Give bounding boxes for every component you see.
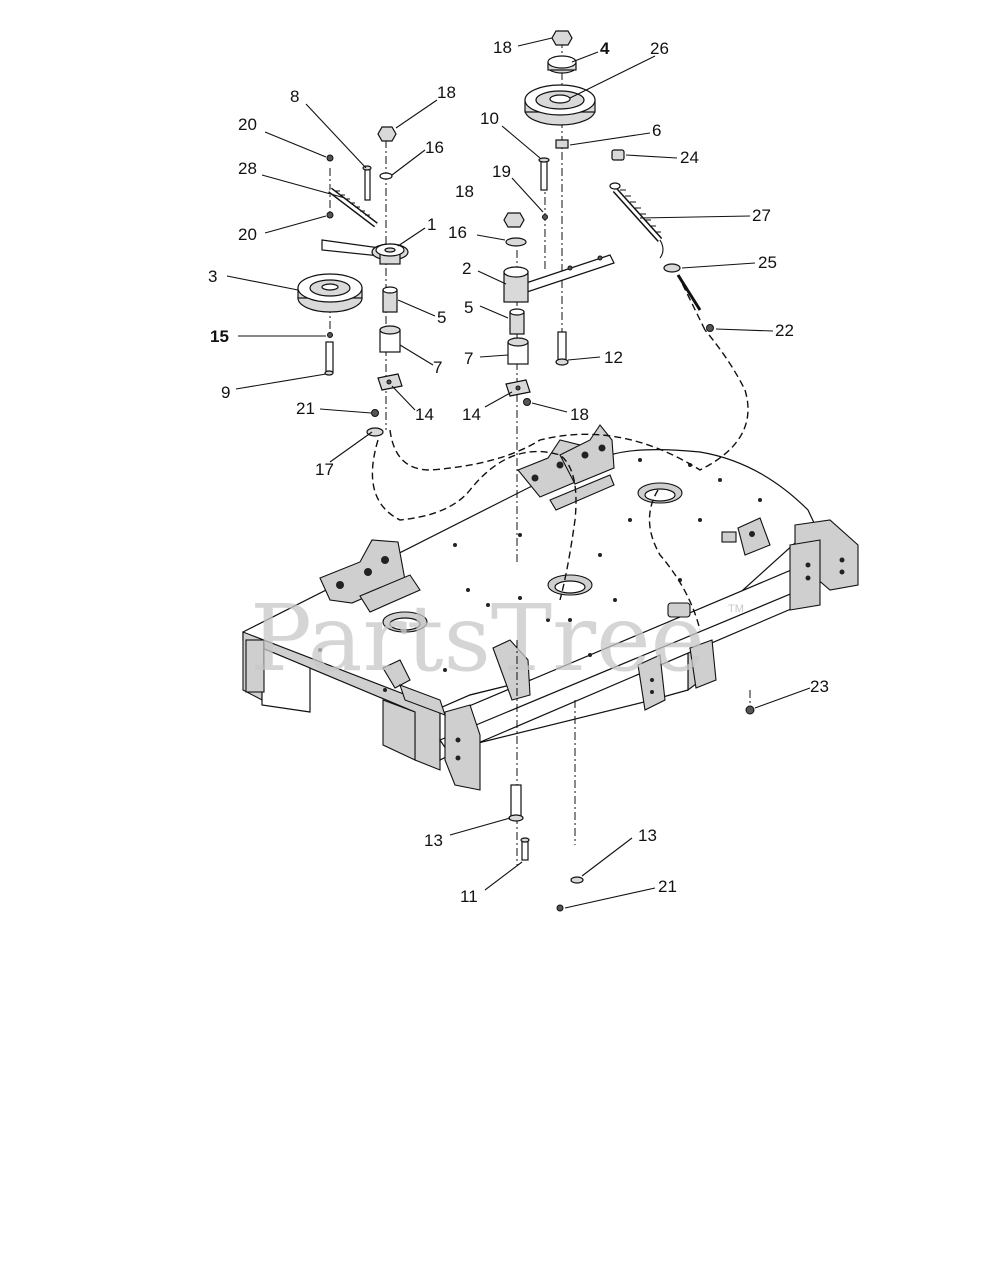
- idler-arm-1: [321, 239, 409, 265]
- callout-6: 6: [652, 121, 661, 140]
- callout-7: 7: [433, 358, 442, 377]
- idler-arm-2: [503, 254, 615, 303]
- watermark: PartsTree TM: [250, 585, 744, 692]
- callout-4: 4: [600, 39, 610, 58]
- spring-27: [609, 182, 664, 259]
- callout-12: 12: [604, 348, 623, 367]
- callout-28: 28: [238, 159, 257, 178]
- callout-15: 15: [210, 327, 229, 346]
- callout-26: 26: [650, 39, 669, 58]
- callout-5: 5: [437, 308, 446, 327]
- callout-14: 14: [462, 405, 481, 424]
- hex-nut-18-top: [551, 30, 573, 46]
- callout-18: 18: [455, 182, 474, 201]
- callout-18: 18: [437, 83, 456, 102]
- callout-20: 20: [238, 115, 257, 134]
- callout-20: 20: [238, 225, 257, 244]
- callout-13: 13: [638, 826, 657, 845]
- callout-27: 27: [752, 206, 771, 225]
- callout-3: 3: [208, 267, 217, 286]
- callout-25: 25: [758, 253, 777, 272]
- callout-21: 21: [658, 877, 677, 896]
- pulley-26: [524, 84, 596, 126]
- callout-24: 24: [680, 148, 699, 167]
- leader-lines: [226, 37, 811, 909]
- callout-16: 16: [425, 138, 444, 157]
- callout-8: 8: [290, 87, 299, 106]
- callout-9: 9: [221, 383, 230, 402]
- callout-13: 13: [424, 831, 443, 850]
- callout-10: 10: [480, 109, 499, 128]
- watermark-text: PartsTree: [250, 585, 705, 692]
- callout-5: 5: [464, 298, 473, 317]
- callout-labels: 18 4 26 8 18 20 16 10 6 24 28 19 18 27 2…: [208, 38, 829, 906]
- callout-23: 23: [810, 677, 829, 696]
- callout-19: 19: [492, 162, 511, 181]
- callout-1: 1: [427, 215, 436, 234]
- watermark-tm: TM: [728, 603, 744, 615]
- callout-17: 17: [315, 460, 334, 479]
- idler-pulley-3: [297, 273, 363, 313]
- callout-11: 11: [460, 887, 478, 906]
- mower-deck: [242, 424, 859, 791]
- callout-18: 18: [570, 405, 589, 424]
- cables: [371, 274, 749, 631]
- callout-16: 16: [448, 223, 467, 242]
- callout-7: 7: [464, 349, 473, 368]
- callout-21: 21: [296, 399, 315, 418]
- callout-14: 14: [415, 405, 434, 424]
- callout-18: 18: [493, 38, 512, 57]
- callout-2: 2: [462, 259, 471, 278]
- callout-22: 22: [775, 321, 794, 340]
